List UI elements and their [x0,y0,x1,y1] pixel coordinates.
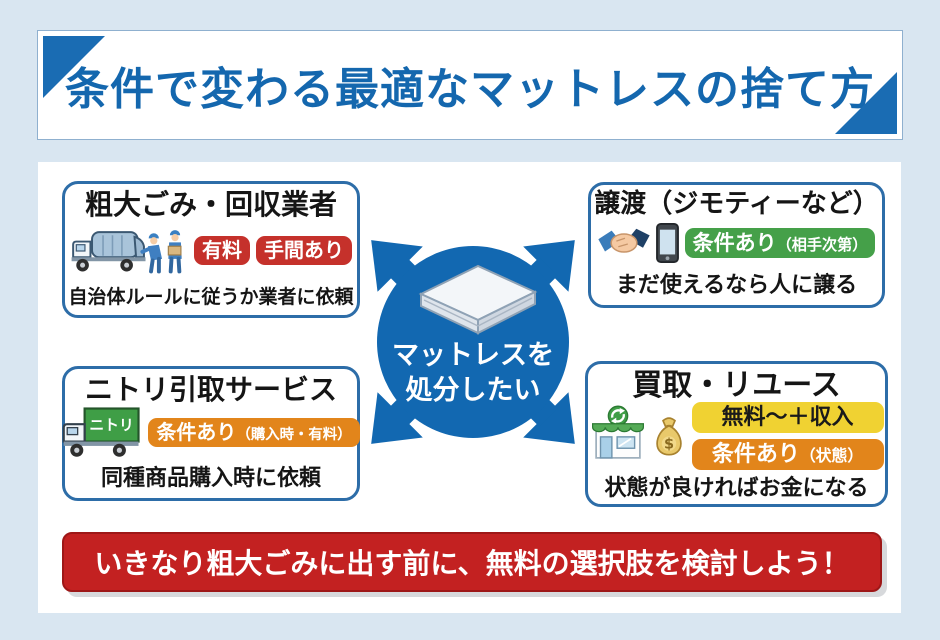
paid-badge: 有料 [194,236,250,266]
option-detail-row: 有料 手間あり [70,223,352,279]
badge-label: 無料〜＋収入 [721,404,854,430]
badge-label: 条件あり [692,230,777,255]
conditions-badge: 条件あり（状態） [691,438,884,471]
page-title: 条件で変わる最適なマットレスの捨て方 [65,64,875,115]
option-detail-row: ニトリ 条件あり（購入時・有料） [62,405,360,459]
badge-label: 手間あり [264,238,344,263]
hub-arrows-icon [371,240,575,444]
mattress-icon [418,264,538,335]
option-title: 譲渡（ジモティーなど） [594,189,879,219]
title-banner: 条件で変わる最適なマットレスの捨て方 [37,30,903,140]
option-description: 状態が良ければお金になる [604,476,869,502]
nitori-truck-icon: ニトリ [63,407,141,457]
dollar-symbol: $ [663,437,673,453]
option-detail-row: $ 無料〜＋収入 条件あり（状態） [590,401,884,471]
option-title: 買取・リユース [632,368,841,403]
nitori-logo: ニトリ [90,417,134,434]
corner-triangle-top-left-icon [43,36,105,98]
badge-column: 無料〜＋収入 条件あり（状態） [691,401,884,471]
badge-label: 有料 [202,238,242,263]
badge-label: 条件あり [711,441,800,467]
option-title: ニトリ引取サービス [84,373,337,406]
badge-sublabel: （状態） [799,445,864,465]
free-income-badge: 無料〜＋収入 [691,401,884,433]
option-description: 自治体ルールに従うか業者に依頼 [68,285,354,308]
option-title: 粗大ごみ・回収業者 [84,188,337,221]
option-buyback-reuse: 買取・リユース $ [585,361,888,507]
option-detail-row: 条件あり（相手次第） [598,222,876,263]
option-description: まだ使えるなら人に譲る [615,272,858,298]
footer-banner: いきなり粗大ごみに出す前に、無料の選択肢を検討しよう！ [62,532,882,592]
badge-sublabel: （相手次第） [776,235,868,254]
option-bulky-garbage: 粗大ごみ・回収業者 [62,181,360,318]
option-transfer: 譲渡（ジモティーなど） 条件あり（相手次第） まだ使えるなら人に譲る [588,182,885,308]
footer-text: いきなり粗大ごみに出す前に、無料の選択肢を検討しよう！ [94,547,850,580]
handshake-icon [598,228,650,253]
center-label-line2: 処分したい [405,375,541,407]
center-label: マットレスを 処分したい [323,338,623,408]
corner-triangle-bottom-right-icon [835,72,897,134]
diagram-panel: 粗大ごみ・回収業者 [38,162,901,613]
storefront-recycle-icon [591,405,644,459]
conditions-badge: 条件あり（購入時・有料） [148,417,360,447]
badge-label: 条件あり [156,419,237,444]
smartphone-icon [655,222,679,263]
effort-badge: 手間あり [256,236,352,266]
workers-icon [140,229,182,274]
option-nitori-pickup: ニトリ引取サービス ニトリ 条件あり（購入時・有料） 同種商品購入時に依頼 [62,366,360,501]
option-description: 同種商品購入時に依頼 [100,465,321,491]
center-label-line1: マットレスを [392,340,554,371]
garbage-truck-icon [71,229,182,274]
conditions-badge: 条件あり（相手次第） [684,227,876,258]
money-bag-icon: $ [655,417,682,456]
center-hub: マットレスを 処分したい [323,192,623,492]
badge-sublabel: （購入時・有料） [236,426,352,443]
